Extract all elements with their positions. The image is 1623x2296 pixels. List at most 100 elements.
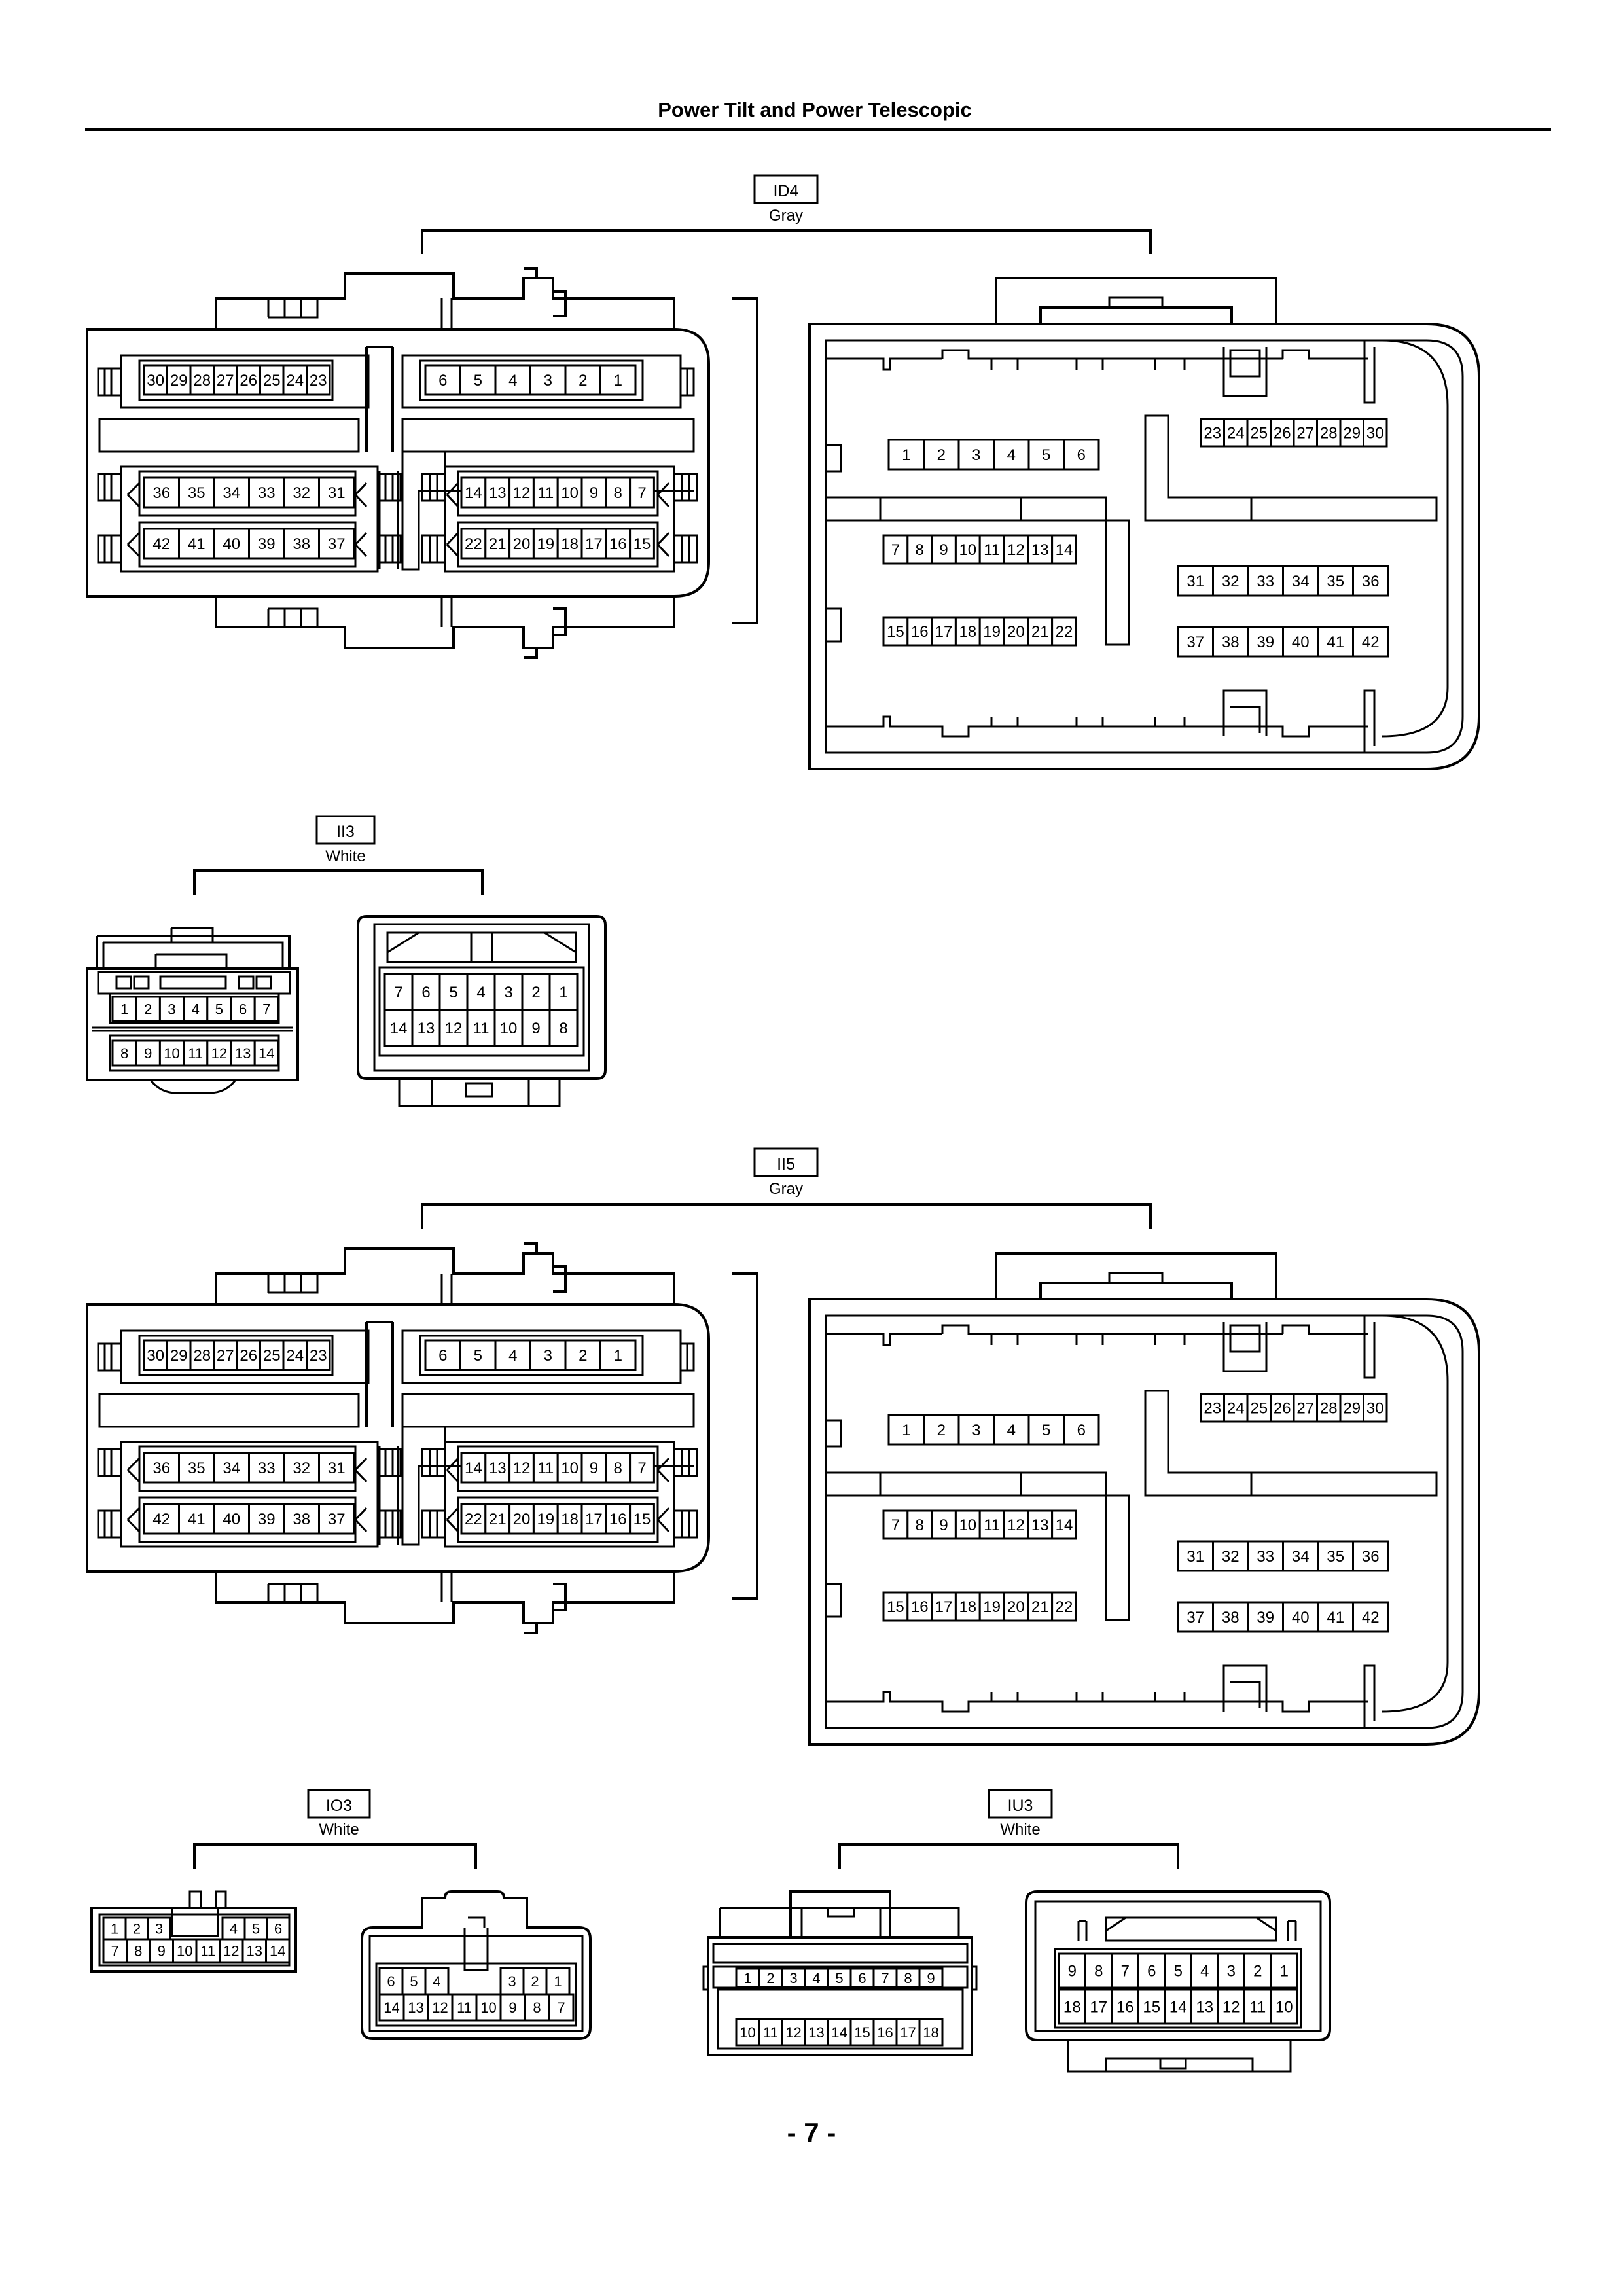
pin-cell: 38 [1212, 1601, 1249, 1633]
pin-cell: 32 [1212, 1540, 1249, 1572]
pin-cell: 39 [1247, 626, 1284, 658]
pin-cell: 1 [599, 1339, 637, 1371]
pin-number: 18 [959, 623, 976, 641]
pin-cell: 13 [804, 2018, 829, 2047]
pin-number: 14 [831, 2024, 847, 2041]
pin-cell: 10 [735, 2018, 760, 2047]
pin-number: 11 [984, 541, 1000, 559]
pin-number: 7 [891, 541, 900, 559]
pin-cell: 31 [1177, 565, 1214, 597]
pin-number: 23 [310, 1347, 327, 1365]
pin-cell: 30 [1363, 418, 1388, 448]
pin-number: 4 [1200, 1963, 1209, 1981]
pin-number: 12 [445, 1020, 463, 1037]
pin-number: 21 [1031, 623, 1049, 641]
pin-cell: 39 [248, 1503, 285, 1535]
pin-number: 8 [904, 1970, 912, 1986]
pin-number: 21 [1031, 1598, 1049, 1616]
pin-cell: 41 [1317, 1601, 1354, 1633]
pin-number: 42 [152, 535, 170, 553]
pin-cell: 9 [135, 1039, 161, 1067]
pin-number: 33 [1257, 1548, 1274, 1566]
pin-cell: 27 [213, 364, 238, 396]
pin-cell: 9 [499, 1993, 526, 2022]
pin-number: 24 [1227, 425, 1245, 442]
pin-cell: 17 [580, 528, 607, 560]
pin-number: 36 [152, 484, 170, 502]
pin-number: 10 [500, 1020, 518, 1037]
pin-cell: 1 [887, 439, 925, 471]
pin-number: 17 [900, 2024, 916, 2041]
pin-number: 33 [258, 1460, 276, 1477]
pin-number: 18 [561, 1511, 579, 1528]
pin-number: 6 [274, 1920, 282, 1937]
connector-color: White [319, 1821, 359, 1839]
pin-number: 2 [1253, 1963, 1262, 1981]
pin-cell: 6 [424, 364, 461, 396]
pin-number: 1 [554, 1973, 562, 1990]
connector-label-ii3: II3 White [193, 815, 484, 895]
pin-cell: 30 [143, 364, 168, 396]
pin-number: 16 [1116, 1999, 1134, 2017]
pin-number: 37 [328, 1511, 346, 1528]
pin-number: 34 [1292, 573, 1310, 590]
pin-cell: 26 [236, 1339, 261, 1371]
pin-number: 29 [1343, 1400, 1361, 1418]
pin-cell: 28 [189, 1339, 215, 1371]
pin-cell: 14 [460, 1452, 487, 1484]
pin-cell: 35 [178, 476, 215, 509]
pin-number: 17 [935, 1598, 953, 1616]
pin-cell: 3 [493, 973, 524, 1011]
connector-color: Gray [769, 1180, 803, 1198]
pin-number: 13 [1196, 1999, 1213, 2017]
pin-cell: 14 [383, 1009, 414, 1047]
pin-number: 9 [144, 1045, 152, 1062]
pin-cell: 17 [931, 1591, 957, 1622]
pin-number: 8 [614, 484, 622, 502]
pin-cell: 38 [283, 528, 320, 560]
pin-number: 3 [972, 446, 980, 464]
pin-number: 34 [223, 1460, 240, 1477]
pin-number: 17 [935, 623, 953, 641]
pin-cell: 8 [605, 1452, 632, 1484]
pin-number: 7 [394, 984, 402, 1001]
pin-number: 30 [147, 372, 164, 389]
pin-number: 23 [1204, 425, 1221, 442]
pin-cell: 25 [1246, 418, 1272, 448]
pin-number: 26 [240, 1347, 257, 1365]
pin-number: 15 [887, 1598, 904, 1616]
pin-number: 4 [1007, 446, 1016, 464]
pin-number: 34 [1292, 1548, 1310, 1566]
pin-cell: 8 [524, 1993, 550, 2022]
pin-number: 34 [223, 484, 240, 502]
pin-cell: 23 [1200, 418, 1225, 448]
pin-number: 7 [262, 1001, 270, 1017]
pin-number: 37 [328, 535, 346, 553]
pin-cell: 37 [1177, 1601, 1214, 1633]
pin-number: 1 [902, 1422, 910, 1439]
pin-number: 38 [1222, 634, 1240, 651]
pin-cell: 24 [282, 1339, 308, 1371]
pin-cell: 11 [451, 1993, 478, 2022]
pin-number: 17 [585, 535, 603, 553]
pin-cell: 21 [484, 1503, 511, 1535]
pin-number: 32 [1222, 573, 1240, 590]
pin-number: 11 [984, 1516, 1000, 1534]
pin-number: 39 [1257, 1609, 1274, 1626]
pin-number: 7 [637, 1460, 646, 1477]
pin-cell: 11 [532, 476, 559, 509]
pin-cell: 10 [172, 1938, 198, 1964]
pin-cell: 32 [283, 476, 320, 509]
pin-number: 6 [1077, 1422, 1086, 1439]
pin-number: 3 [504, 984, 512, 1001]
pin-number: 5 [474, 1347, 482, 1365]
pin-cell: 2 [923, 439, 960, 471]
pin-number: 22 [465, 1511, 482, 1528]
pin-number: 10 [164, 1045, 179, 1062]
pin-cell: 11 [1243, 1988, 1272, 2025]
pin-number: 24 [286, 1347, 304, 1365]
pin-cell: 6 [1137, 1952, 1166, 1989]
pin-number: 1 [559, 984, 567, 1001]
pin-cell: 1 [1270, 1952, 1298, 1989]
